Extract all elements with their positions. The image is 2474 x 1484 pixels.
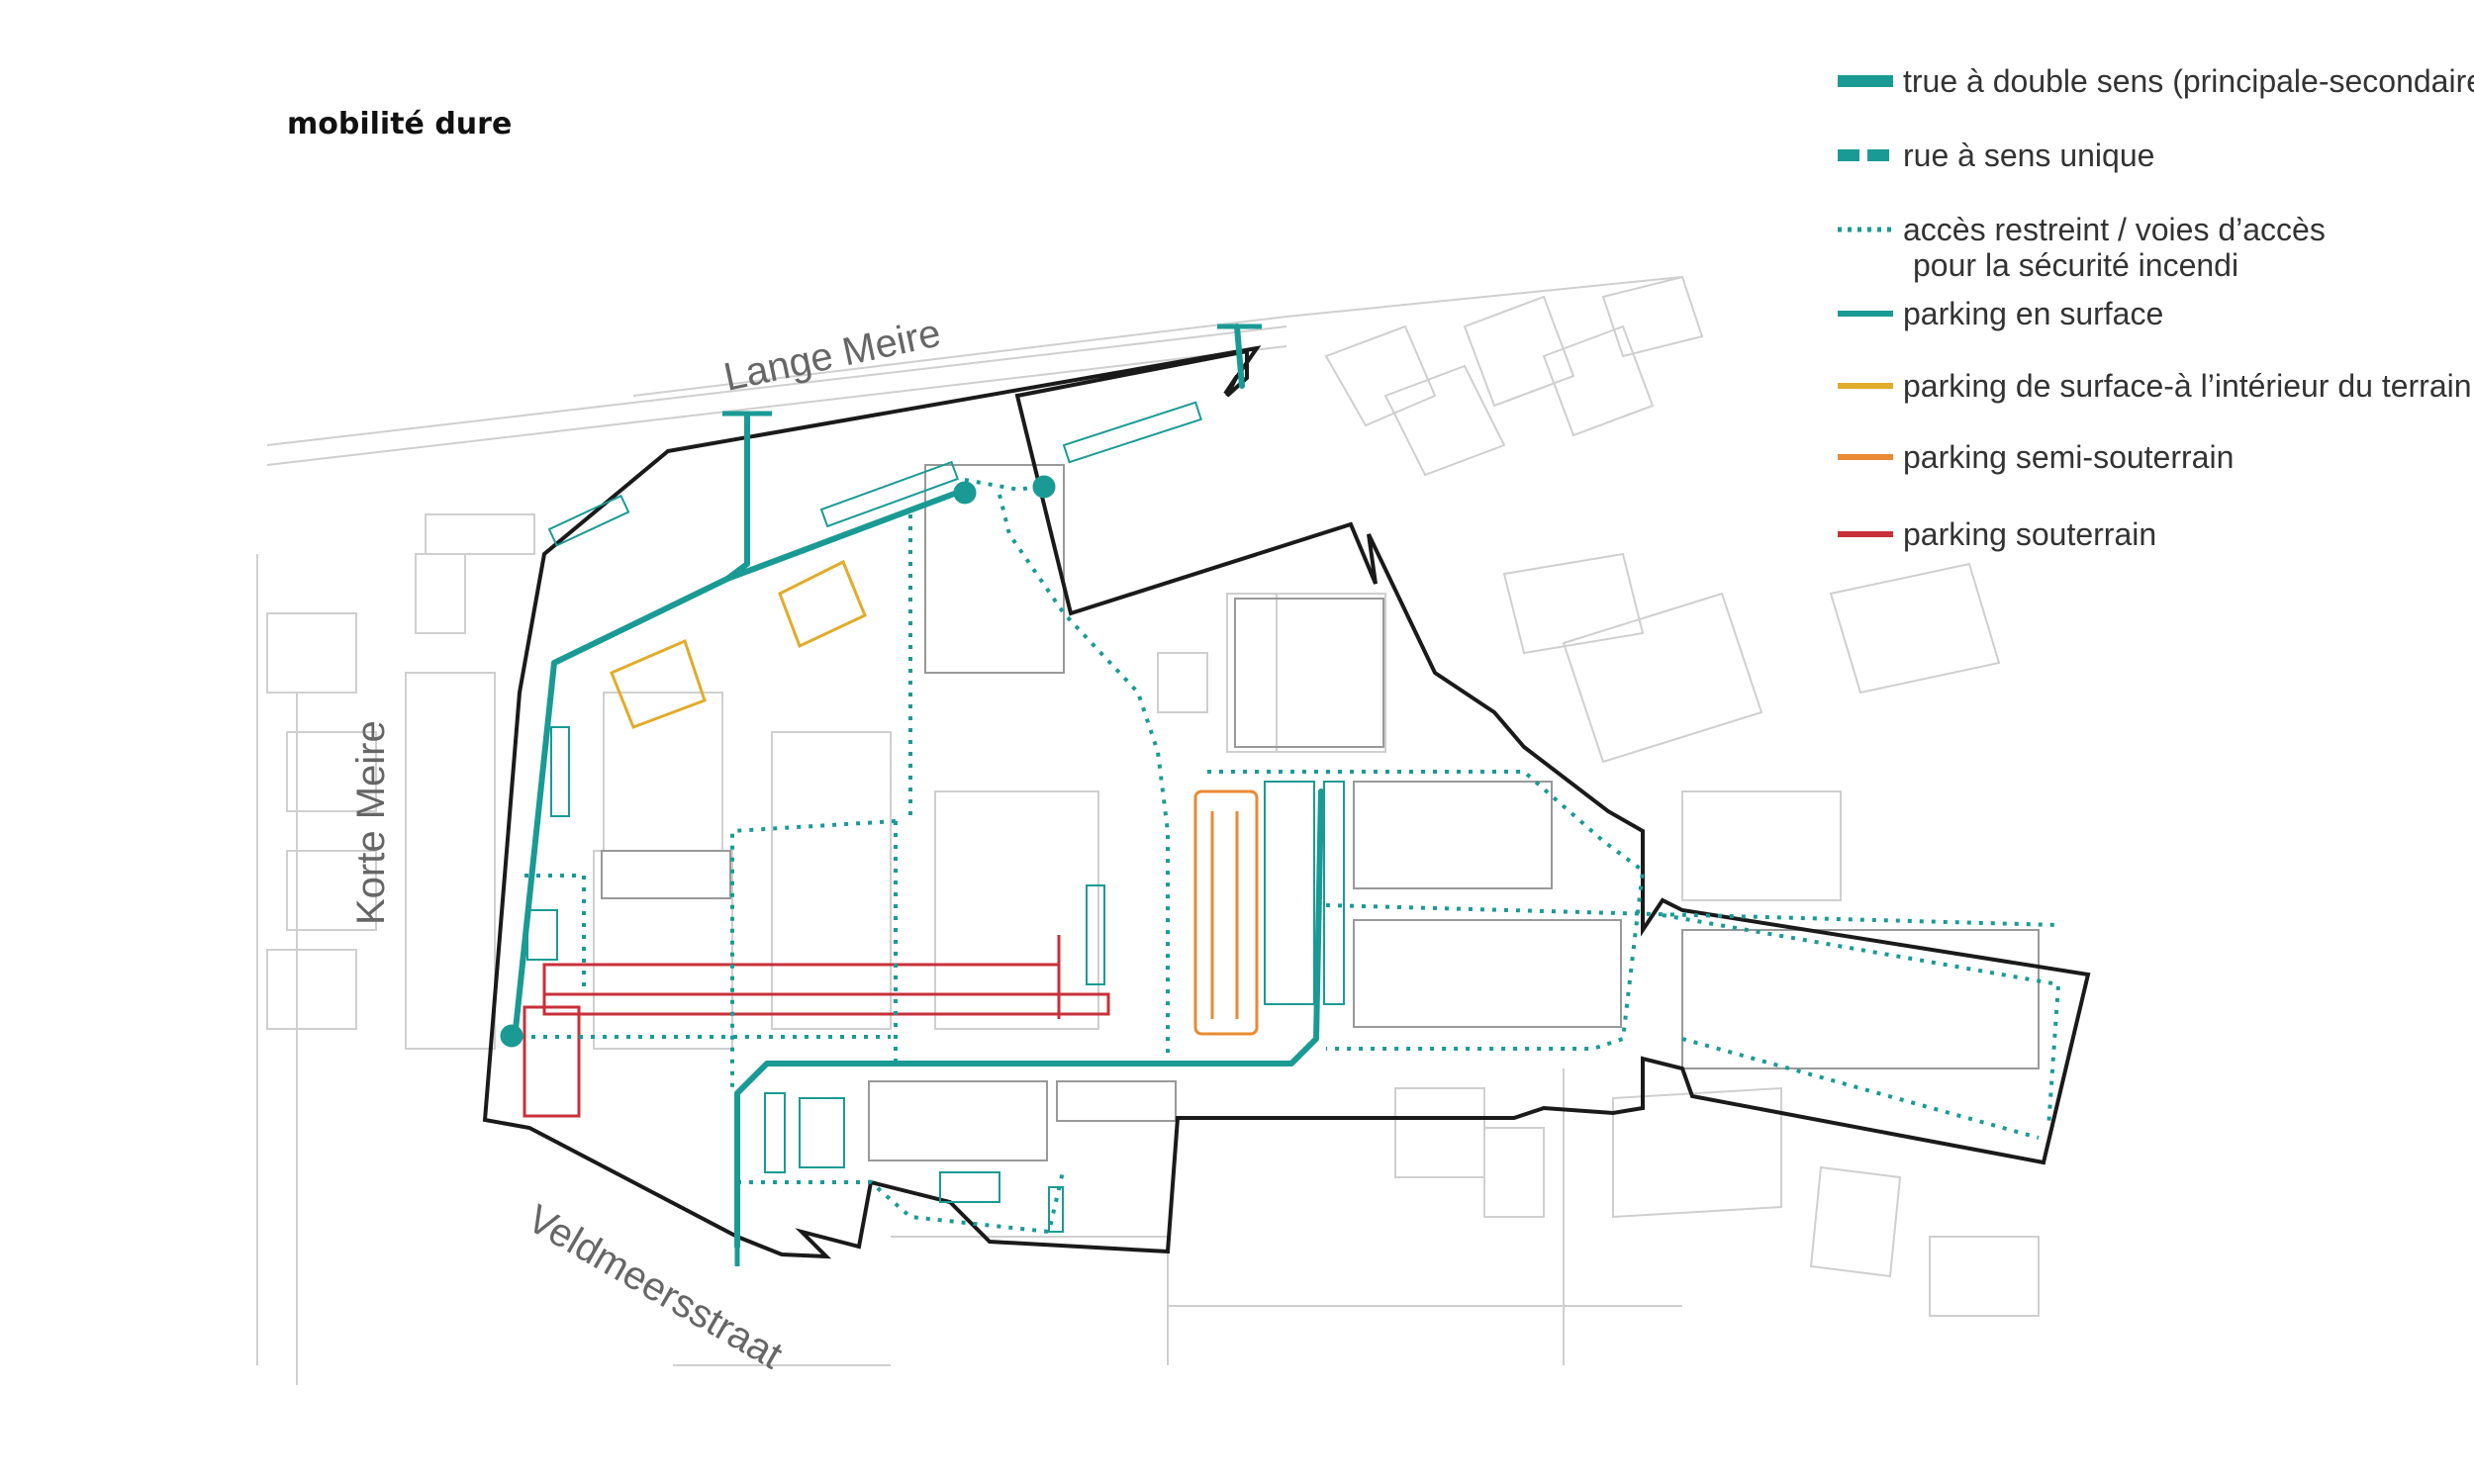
legend-item-two-way-road: true à double sens (principale-secondair…: [1836, 61, 2474, 101]
legend-label: parking semi-souterrain: [1903, 439, 2235, 475]
map-title: mobilité dure: [287, 107, 513, 141]
teal-two-way-roads: [512, 324, 1324, 1250]
street-label-korte-meire: Korte Meire: [349, 720, 393, 925]
teal-access-arrows: [500, 324, 1262, 1266]
legend-label: parking en surface: [1903, 296, 2164, 331]
street-label-lange-meire: Lange Meire: [720, 312, 945, 400]
building-blocks: [601, 464, 2040, 1161]
dashed-teal-bar-icon: [1838, 149, 1889, 161]
orange-line-icon: [1838, 454, 1893, 460]
legend-label-second-line: pour la sécurité incendi: [1913, 247, 2239, 283]
teal-restricted-access: [520, 478, 2061, 1235]
site-boundary: [482, 345, 2091, 1259]
legend-item-restricted-access: accès restreint / voies d’accès pour la …: [1836, 210, 2469, 284]
street-label-veldmeersstraat: Veldmeersstraat: [521, 1197, 790, 1378]
legend-label: parking de surface-à l’intérieur du terr…: [1903, 368, 2472, 404]
legend-item-one-way-road: rue à sens unique: [1836, 136, 2469, 175]
thick-teal-bar-icon: [1838, 75, 1893, 87]
legend-item-inner-surface-parking: parking de surface-à l’intérieur du terr…: [1836, 366, 2472, 406]
legend-label: accès restreint / voies d’accès: [1903, 212, 2326, 247]
legend-item-semi-underground-parking: parking semi-souterrain: [1836, 437, 2469, 477]
red-underground-parking: [523, 935, 1110, 1118]
legend-label: rue à sens unique: [1903, 138, 2155, 173]
dotted-teal-line-icon: [1838, 227, 1893, 232]
legend-label: parking souterrain: [1903, 516, 2157, 552]
yellow-line-icon: [1838, 383, 1893, 389]
legend-label: true à double sens (principale-secondair…: [1903, 63, 2474, 99]
teal-line-icon: [1838, 311, 1893, 317]
legend-item-underground-parking: parking souterrain: [1836, 514, 2469, 554]
teal-surface-parking: [526, 401, 1345, 1233]
orange-parking-area: [1193, 789, 1259, 1036]
context-buildings: [256, 275, 2040, 1385]
legend-item-surface-parking: parking en surface: [1836, 294, 2469, 333]
yellow-parking-areas: [610, 559, 867, 729]
red-line-icon: [1838, 531, 1893, 537]
